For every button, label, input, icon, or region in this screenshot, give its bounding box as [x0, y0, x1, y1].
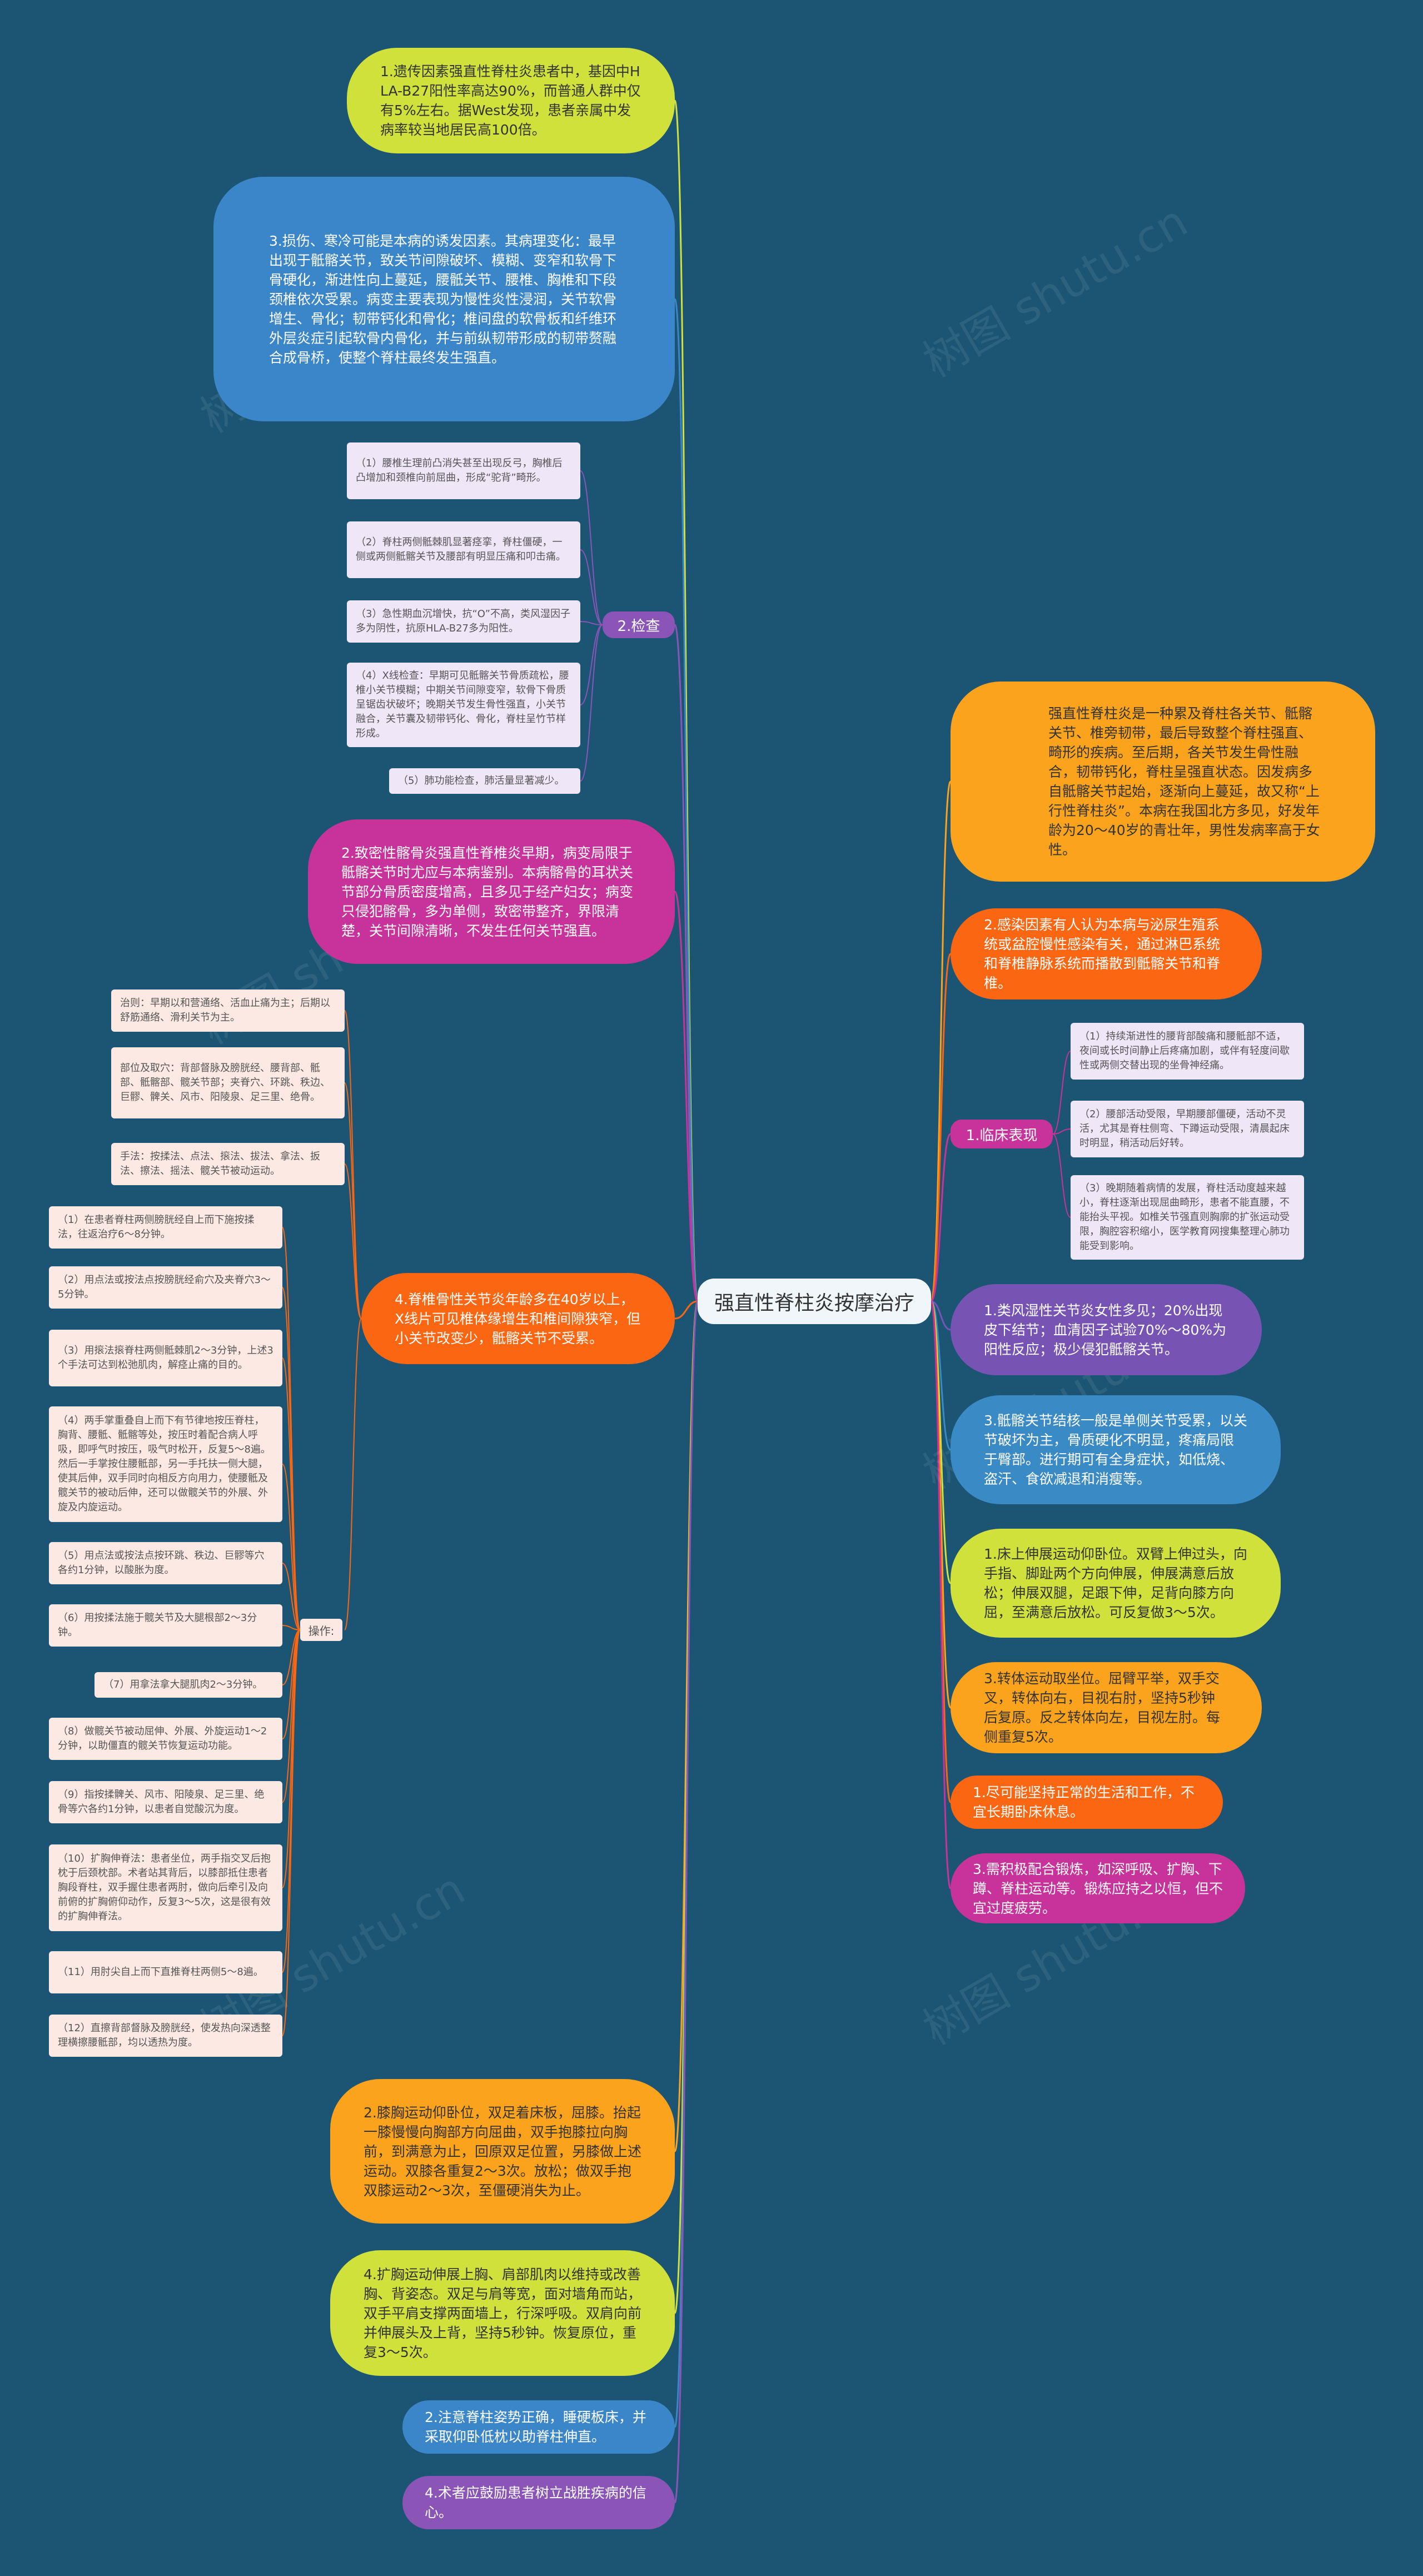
- knee-chest-exercise-node[interactable]: 2.膝胸运动仰卧位，双足着床板，屈膝。抬起一膝慢慢向胸部方向屈曲，双手抱膝拉向胸…: [330, 2079, 675, 2224]
- injury-factor-node[interactable]: 3.损伤、寒冷可能是本病的诱发因素。其病理变化：最早出现于骶髂关节，致关节间隙破…: [213, 177, 675, 421]
- connector: [344, 1318, 362, 1630]
- infection-factor-node[interactable]: 2.感染因素有人认为本病与泌尿生殖系统或盆腔慢性感染有关，通过淋巴系统和脊椎静脉…: [951, 908, 1262, 999]
- sacroiliac-tb-node[interactable]: 3.骶髂关节结核一般是单侧关节受累，以关节破坏为主，骨质硬化不明显，疼痛局限于臀…: [951, 1395, 1281, 1504]
- exam-item-1[interactable]: （1）腰椎生理前凸消失甚至出现反弓，胸椎后凸增加和颈椎向前屈曲，形成“驼背”畸形…: [347, 442, 580, 499]
- bed-stretch-node[interactable]: 1.床上伸展运动仰卧位。双臂上伸过头，向手指、脚趾两个方向伸展，伸展满意后放松；…: [951, 1529, 1281, 1638]
- connector: [1052, 1133, 1071, 1218]
- op-step-10[interactable]: （10）扩胸伸脊法：患者坐位，两手指交叉后抱枕于后颈枕部。术者站其背后，以膝部抵…: [49, 1844, 282, 1931]
- connector: [282, 1357, 301, 1630]
- connector: [930, 1300, 952, 1889]
- exam-item-3[interactable]: （3）急性期血沉增快，抗“O”不高，类风湿因子多为阴性，抗原HLA-B27多为阳…: [347, 600, 580, 643]
- connector: [580, 549, 603, 625]
- connector: [1052, 1128, 1071, 1135]
- clinical-item-3[interactable]: （3）晚期随着病情的发展，脊柱活动度越来越小，脊柱逐渐出现屈曲畸形，患者不能直腰…: [1071, 1175, 1304, 1260]
- treat-acupoints[interactable]: 部位及取穴：背部督脉及膀胱经、腰背部、骶部、骶髂部、髋关节部；夹脊穴、环跳、秩边…: [111, 1047, 345, 1118]
- normal-life-node[interactable]: 1.尽可能坚持正常的生活和工作，不宜长期卧床休息。: [951, 1776, 1223, 1829]
- spinal-osteoarthritis-node[interactable]: 4.脊椎骨性关节炎年龄多在40岁以上，X线片可见椎体缘增生和椎间隙狭窄，但小关节…: [361, 1273, 675, 1364]
- genetic-factor-node[interactable]: 1.遗传因素强直性脊柱炎患者中，基因中HLA-B27阳性率高达90%，而普通人群…: [347, 48, 675, 153]
- chest-expansion-node[interactable]: 4.扩胸运动伸展上胸、肩部肌肉以维持或改善胸、背姿态。双足与肩等宽，面对墙角而站…: [330, 2250, 675, 2376]
- connector: [931, 1300, 951, 1331]
- central-topic[interactable]: 强直性脊柱炎按摩治疗: [698, 1279, 931, 1324]
- op-step-4[interactable]: （4）两手掌重叠自上而下有节律地按压脊柱，胸背、腰骶、骶髂等处，按压时着配合病人…: [49, 1406, 282, 1522]
- connector: [282, 1629, 301, 1739]
- op-step-1[interactable]: （1）在患者脊柱两侧膀胱经自上而下施按揉法，往返治疗6～8分钟。: [49, 1206, 282, 1249]
- active-exercise-node[interactable]: 3.需积极配合锻炼，如深呼吸、扩胸、下蹲、脊柱运动等。锻炼应持之以恒，但不宜过度…: [951, 1853, 1245, 1923]
- rheumatoid-node[interactable]: 1.类风湿性关节炎女性多见；20%出现皮下结节；血清因子试验70%～80%为阳性…: [951, 1284, 1262, 1375]
- op-step-8[interactable]: （8）做髋关节被动屈伸、外展、外旋运动1～2分钟，以助僵直的髋关节恢复运动功能。: [49, 1718, 282, 1760]
- op-step-12[interactable]: （12）直擦背部督脉及膀胱经，使发热向深透整理横擦腰骶部，均以透热为度。: [49, 2015, 282, 2057]
- connector: [282, 1629, 301, 2036]
- intro-node[interactable]: 强直性脊柱炎是一种累及脊柱各关节、骶髂关节、椎旁韧带，最后导致整个脊柱强直、畸形…: [951, 682, 1375, 882]
- connector: [282, 1625, 301, 1630]
- connector: [282, 1227, 301, 1630]
- connector: [930, 1300, 952, 1709]
- connector: [282, 1464, 301, 1630]
- op-step-2[interactable]: （2）用点法或按法点按膀胱经俞穴及夹脊穴3～5分钟。: [49, 1266, 282, 1309]
- op-step-3[interactable]: （3）用㨰法㨰脊柱两侧骶棘肌2～3分钟，上述3个手法可达到松弛肌肉，解痉止痛的目…: [49, 1330, 282, 1386]
- connector: [674, 1300, 698, 1320]
- clinical-item-2[interactable]: （2）腰部活动受限，早期腰部僵硬，活动不灵活，尤其是脊柱侧弯、下蹲运动受限，清晨…: [1071, 1101, 1304, 1157]
- connector: [674, 1300, 699, 2152]
- exam-item-5[interactable]: （5）肺功能检查，肺活量显著减少。: [389, 768, 580, 794]
- op-step-6[interactable]: （6）用按揉法施于髋关节及大腿根部2～3分钟。: [49, 1604, 282, 1647]
- connector: [282, 1287, 301, 1630]
- clinical-item-1[interactable]: （1）持续渐进性的腰背部酸痛和腰骶部不适，夜间或长时间静止后疼痛加剧，或伴有轻度…: [1071, 1023, 1304, 1080]
- op-step-7[interactable]: （7）用拿法拿大腿肌肉2～3分钟。: [94, 1672, 282, 1698]
- connector: [282, 1629, 301, 1685]
- connector: [674, 891, 699, 1302]
- connector: [930, 1133, 952, 1302]
- treat-principle[interactable]: 治则：早期以和营通络、活血止痛为主；后期以舒筋通络、滑利关节为主。: [111, 989, 345, 1032]
- connector: [580, 624, 603, 705]
- exam-item-2[interactable]: （2）脊柱两侧骶棘肌显著痉挛，脊柱僵硬，一侧或两侧骶髂关节及腰部有明显压痛和叩击…: [347, 521, 580, 578]
- connector: [1052, 1051, 1071, 1135]
- connector: [674, 624, 699, 1302]
- operation-label[interactable]: 操作:: [300, 1619, 342, 1641]
- iliac-condensans-node[interactable]: 2.致密性髂骨炎强直性脊椎炎早期，病变局限于骶髂关节时尤应与本病鉴别。本病髂骨的…: [308, 819, 675, 964]
- connector: [580, 470, 603, 625]
- clinical-label[interactable]: 1.临床表现: [951, 1120, 1053, 1148]
- trunk-rotation-node[interactable]: 3.转体运动取坐位。屈臂平举，双手交叉，转体向右，目视右肘，坚持5秒钟后复原。反…: [951, 1662, 1262, 1753]
- connector: [344, 1010, 362, 1319]
- connector: [282, 1629, 301, 1803]
- connector: [344, 1082, 362, 1319]
- treat-methods[interactable]: 手法：按揉法、点法、㨰法、拔法、拿法、扳法、擦法、摇法、髋关节被动运动。: [111, 1143, 345, 1185]
- exam-label[interactable]: 2.检查: [603, 611, 675, 638]
- connector: [580, 624, 603, 782]
- connector: [580, 621, 603, 625]
- connector: [344, 1163, 362, 1319]
- connector: [282, 1563, 301, 1630]
- exam-item-4[interactable]: （4）X线检查：早期可见骶髂关节骨质疏松，腰椎小关节模糊；中期关节间隙变窄，软骨…: [347, 663, 580, 747]
- op-step-11[interactable]: （11）用肘尖自上而下直推脊柱两侧5～8遍。: [49, 1951, 282, 1993]
- connector: [674, 298, 699, 1302]
- connector: [674, 1300, 699, 2504]
- op-step-5[interactable]: （5）用点法或按法点按环跳、秩边、巨髎等穴各约1分钟，以酸胀为度。: [49, 1542, 282, 1584]
- op-step-9[interactable]: （9）指按揉髀关、风市、阳陵泉、足三里、绝骨等穴各约1分钟，以患者自觉酸沉为度。: [49, 1781, 282, 1823]
- encourage-node[interactable]: 4.术者应鼓励患者树立战胜疾病的信心。: [402, 2476, 675, 2529]
- posture-node[interactable]: 2.注意脊柱姿势正确，睡硬板床，并采取仰卧低枕以助脊柱伸直。: [402, 2400, 675, 2454]
- connector: [930, 953, 952, 1302]
